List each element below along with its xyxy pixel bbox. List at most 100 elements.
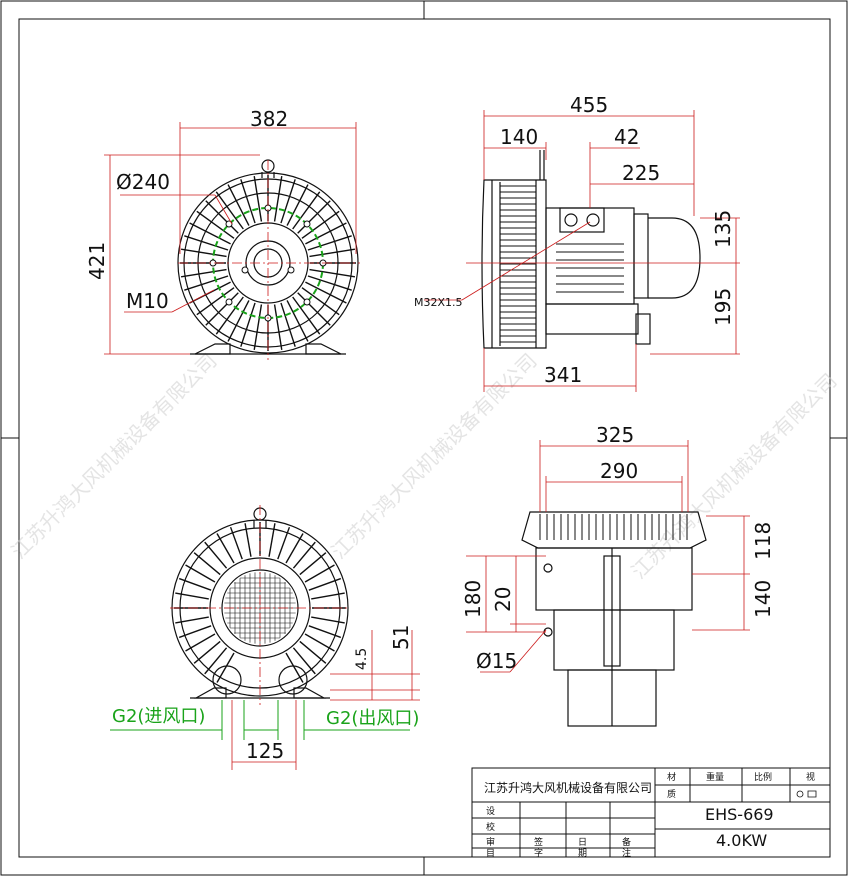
bottom-dim-20: 20 xyxy=(491,587,515,612)
tb-foot-4: 注 xyxy=(622,847,631,859)
rear-dim-51: 51 xyxy=(389,625,413,650)
housing-rib xyxy=(180,248,227,258)
tb-row-review: 审 xyxy=(486,836,495,848)
housing-rib xyxy=(204,541,228,569)
tb-col-sign: 签 xyxy=(534,836,543,848)
projection-symbol-icon xyxy=(796,790,817,798)
housing-rib xyxy=(308,625,342,639)
bottom-hole-dia: Ø15 xyxy=(476,649,517,673)
side-dim-341: 341 xyxy=(544,363,582,387)
housing-rib xyxy=(184,275,229,291)
tb-row-check: 校 xyxy=(486,821,495,833)
rear-dim-4-5: 4.5 xyxy=(354,648,370,670)
housing-rib xyxy=(309,248,356,258)
housing-rib xyxy=(185,564,216,583)
bottom-view: 325 290 118 140 180 20 Ø15 xyxy=(461,423,775,727)
housing-rib xyxy=(175,592,209,600)
housing-rib xyxy=(297,292,331,326)
housing-rib xyxy=(240,179,256,224)
housing-rib xyxy=(215,296,244,335)
watermark-3: 江苏升鸿大风机械设备有限公司 xyxy=(627,369,842,584)
housing-rib xyxy=(193,640,221,664)
housing-rib xyxy=(216,533,235,564)
housing-rib xyxy=(253,304,263,351)
front-bolt-label: M10 xyxy=(126,289,169,313)
housing-rib xyxy=(205,200,239,234)
housing-rib xyxy=(253,175,263,222)
housing-rib xyxy=(229,526,243,560)
housing-rib xyxy=(196,210,235,239)
model-number: EHS-669 xyxy=(705,805,774,824)
housing-rib xyxy=(185,633,216,652)
tb-col-date: 日 xyxy=(578,837,587,848)
housing-rib xyxy=(305,281,347,304)
housing-rib xyxy=(292,296,321,335)
housing-rib xyxy=(305,222,347,245)
housing-rib xyxy=(184,235,229,251)
front-width-dim: 382 xyxy=(250,107,288,131)
housing-rib xyxy=(307,235,352,251)
power-rating: 4.0KW xyxy=(716,831,767,850)
side-dim-225: 225 xyxy=(622,161,660,185)
front-view: 382 421 Ø240 M10 xyxy=(85,107,360,360)
housing-rib xyxy=(304,633,335,652)
housing-rib xyxy=(307,275,352,291)
housing-rib xyxy=(189,222,231,245)
housing-rib xyxy=(227,184,250,226)
tb-col-remark: 备 xyxy=(622,836,631,848)
tb-material-2: 质 xyxy=(667,788,676,800)
housing-rib xyxy=(175,616,209,624)
rear-view: 51 4.5 125 G2(进风口) G2(出风口) xyxy=(110,505,420,770)
tb-weight: 重量 xyxy=(706,771,724,783)
housing-rib xyxy=(304,564,335,583)
outlet-label: G2(出风口) xyxy=(326,708,419,729)
housing-rib xyxy=(309,268,356,278)
side-length-dim: 455 xyxy=(570,93,608,117)
housing-rib xyxy=(292,191,321,230)
company-name: 江苏升鸿大风机械设备有限公司 xyxy=(484,780,652,795)
housing-rib xyxy=(285,652,304,683)
housing-rib xyxy=(311,592,345,600)
housing-rib xyxy=(301,210,340,239)
housing-rib xyxy=(286,184,309,226)
watermark-2: 江苏升鸿大风机械设备有限公司 xyxy=(327,349,542,564)
housing-rib xyxy=(285,533,304,564)
bottom-dim-180: 180 xyxy=(461,580,485,618)
housing-rib xyxy=(196,287,235,316)
side-view: 455 140 42 225 135 195 341 M32X1.5 xyxy=(414,93,740,392)
tb-foot-3: 期 xyxy=(578,848,587,859)
housing-rib xyxy=(280,302,296,347)
housing-rib xyxy=(180,268,227,278)
housing-rib xyxy=(244,523,252,557)
bottom-dim-140: 140 xyxy=(751,580,775,618)
housing-rib xyxy=(280,179,296,224)
rear-dim-125: 125 xyxy=(246,739,284,763)
housing-rib xyxy=(215,191,244,230)
watermarks: 江苏升鸿大风机械设备有限公司 江苏升鸿大风机械设备有限公司 江苏升鸿大风机械设备… xyxy=(7,349,842,584)
tb-foot-1: 目 xyxy=(486,848,495,859)
housing-rib xyxy=(178,577,212,591)
housing-rib xyxy=(301,287,340,316)
front-height-dim: 421 xyxy=(85,242,109,280)
bottom-dim-118: 118 xyxy=(751,522,775,560)
inlet-label: G2(进风口) xyxy=(112,706,205,727)
housing-rib xyxy=(286,300,309,342)
housing-rib xyxy=(268,523,276,557)
tb-material: 材 xyxy=(667,771,676,783)
housing-rib xyxy=(204,647,228,675)
housing-rib xyxy=(277,526,291,560)
housing-rib xyxy=(273,304,283,351)
housing-rib xyxy=(308,577,342,591)
housing-rib xyxy=(205,292,239,326)
housing-rib xyxy=(299,640,327,664)
tb-view: 视 xyxy=(806,771,815,783)
housing-rib xyxy=(178,625,212,639)
housing-rib xyxy=(273,175,283,222)
housing-rib xyxy=(240,302,256,347)
bottom-dim-290: 290 xyxy=(600,459,638,483)
tb-row-design: 设 xyxy=(486,806,495,817)
housing-rib xyxy=(299,552,327,576)
watermark-1: 江苏升鸿大风机械设备有限公司 xyxy=(7,349,222,564)
